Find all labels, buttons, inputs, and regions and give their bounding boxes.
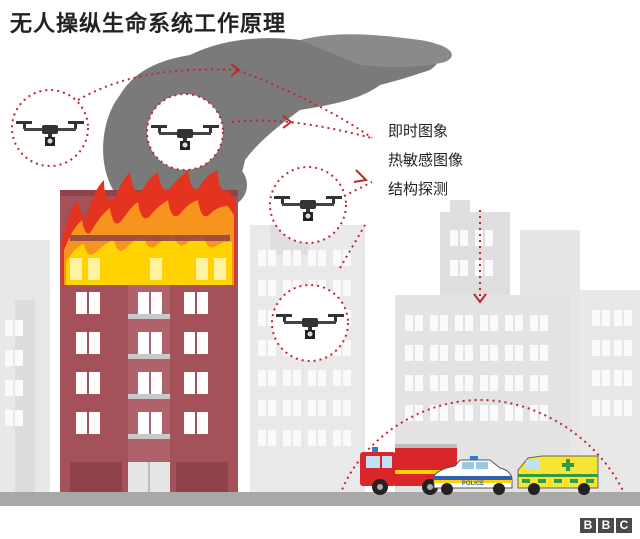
fire-engine [360, 444, 457, 495]
police-car: POLICE [433, 456, 513, 495]
smoke-cloud [103, 34, 452, 216]
capability-structural-detection: 结构探测 [388, 180, 449, 198]
arrow-heads [230, 63, 487, 304]
bbc-logo: B B C [580, 518, 632, 533]
police-label: POLICE [462, 481, 484, 487]
ground [0, 492, 640, 506]
capability-live-imaging: 即时图象 [388, 122, 449, 140]
page-title: 无人操纵生命系统工作原理 [10, 12, 287, 37]
logo-letter: B [580, 518, 596, 533]
capability-thermal-imaging: 热敏感图像 [388, 151, 464, 169]
drone-3 [269, 166, 347, 244]
logo-letter: C [616, 518, 632, 533]
ambulance [517, 455, 599, 495]
drone-2 [146, 93, 224, 171]
logo-letter: B [598, 518, 614, 533]
drone-1 [11, 89, 89, 167]
fire [62, 170, 236, 285]
drone-4 [271, 284, 349, 362]
signal-paths [77, 68, 626, 496]
